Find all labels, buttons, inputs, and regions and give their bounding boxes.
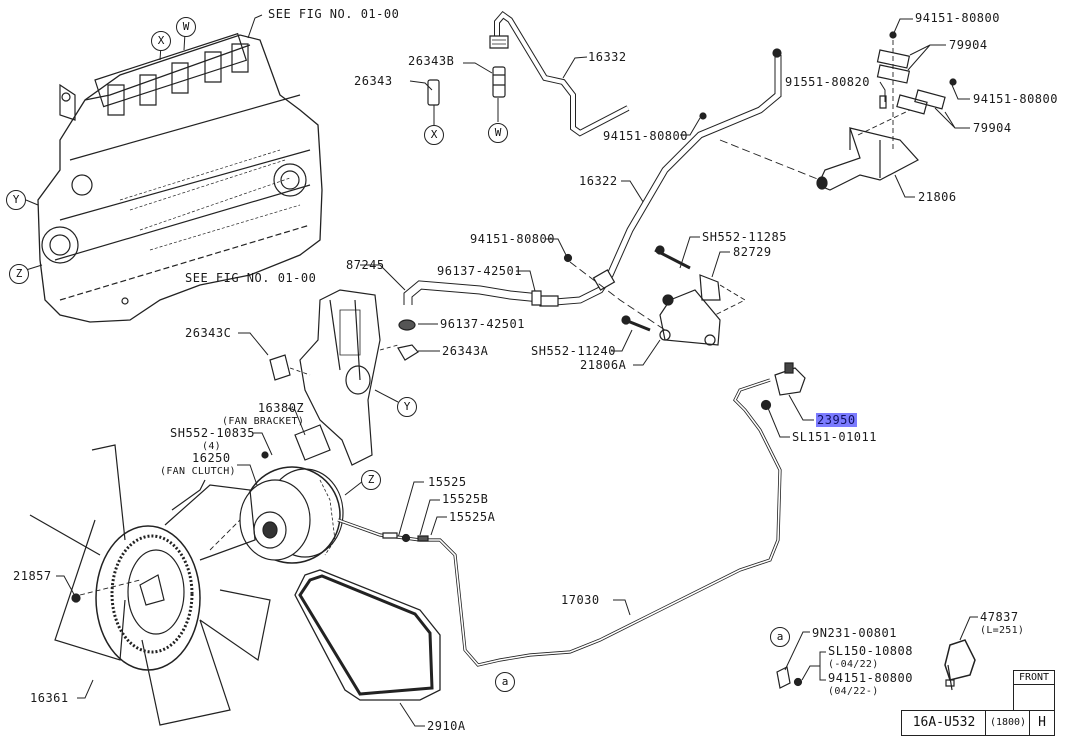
callout-z-clutch: Z [361, 470, 381, 490]
part-94151-80800-alt[interactable]: 94151-80800 (04/22-) [828, 672, 913, 698]
part-SH552-10835-qty: (4) [202, 441, 221, 452]
part-94151-80800-top-right[interactable]: 94151-80800 [915, 11, 1000, 25]
clamp-47837 [945, 640, 975, 690]
part-96137-42501-lower[interactable]: 96137-42501 [440, 317, 525, 331]
clip-9N231 [777, 667, 802, 688]
callout-w-fitting: W [488, 123, 508, 143]
part-94151-80800-right[interactable]: 94151-80800 [973, 92, 1058, 106]
part-79904-lower[interactable]: 79904 [973, 121, 1012, 135]
figure-code: 16A-U532 [901, 710, 987, 736]
part-94151-80800-mid[interactable]: 94151-80800 [470, 232, 555, 246]
part-9N231-00801[interactable]: 9N231-00801 [812, 626, 897, 640]
part-SH552-10835[interactable]: SH552-10835 (4) [170, 427, 255, 453]
part-15525A[interactable]: 15525A [449, 510, 496, 524]
part-SH552-10835-number[interactable]: SH552-10835 [170, 426, 255, 440]
part-79904-upper[interactable]: 79904 [949, 38, 988, 52]
engine-assembly [38, 34, 322, 322]
part-47837-length: (L=251) [980, 625, 1025, 636]
part-15525[interactable]: 15525 [428, 475, 467, 489]
part-17030[interactable]: 17030 [561, 593, 600, 607]
part-SL150-10808-date: (-04/22) [828, 659, 879, 670]
part-96137-42501-upper[interactable]: 96137-42501 [437, 264, 522, 278]
hose-87245 [398, 285, 541, 360]
part-16250-note: (FAN CLUTCH) [160, 466, 236, 477]
part-SL150-10808-number[interactable]: SL150-10808 [828, 644, 913, 658]
part-87245[interactable]: 87245 [346, 258, 385, 272]
see-fig-reference-mid[interactable]: SEE FIG NO. 01-00 [185, 271, 317, 285]
part-26343A[interactable]: 26343A [442, 344, 489, 358]
belt-2910A [295, 570, 440, 700]
part-15525B[interactable]: 15525B [442, 492, 489, 506]
part-94151-80800-alt-number[interactable]: 94151-80800 [828, 671, 913, 685]
part-SH552-11285[interactable]: SH552-11285 [702, 230, 787, 244]
part-2910A[interactable]: 2910A [427, 719, 466, 733]
part-26343C[interactable]: 26343C [185, 326, 232, 340]
callout-y: Y [6, 190, 26, 210]
fan-clutch-16250 [240, 467, 343, 563]
sensor-23950 [762, 363, 806, 410]
part-16380Z-number[interactable]: 16380Z [257, 401, 305, 415]
part-16250[interactable]: 16250 (FAN CLUTCH) [160, 452, 236, 478]
callout-a-cable: a [495, 672, 515, 692]
part-82729[interactable]: 82729 [733, 245, 772, 259]
figure-variant: (1800) [985, 710, 1031, 736]
fan-bracket-16380Z [262, 290, 398, 465]
part-21857[interactable]: 21857 [13, 569, 52, 583]
part-SH552-11240[interactable]: SH552-11240 [531, 344, 616, 358]
leader-lines [26, 15, 978, 726]
front-label: FRONT [1014, 671, 1054, 685]
part-SL150-10808[interactable]: SL150-10808 (-04/22) [828, 645, 913, 671]
part-16332[interactable]: 16332 [588, 50, 627, 64]
callout-w: W [176, 17, 196, 37]
callout-x: X [151, 31, 171, 51]
callout-z: Z [9, 264, 29, 284]
bracket-21806 [817, 32, 956, 190]
part-23950-highlighted[interactable]: 23950 [816, 413, 857, 427]
fan-16361 [30, 445, 270, 725]
highlighted-part-number[interactable]: 23950 [816, 413, 857, 427]
part-16380Z[interactable]: 16380Z (FAN BRACKET) [222, 402, 304, 428]
see-fig-reference-top[interactable]: SEE FIG NO. 01-00 [268, 7, 400, 21]
part-16322[interactable]: 16322 [579, 174, 618, 188]
part-94151-80800-tube[interactable]: 94151-80800 [603, 129, 688, 143]
callout-x-fitting: X [424, 125, 444, 145]
part-26343B[interactable]: 26343B [408, 54, 455, 68]
part-94151-80800-alt-date: (04/22-) [828, 686, 879, 697]
part-21806A[interactable]: 21806A [580, 358, 627, 372]
part-47837[interactable]: 47837 (L=251) [980, 611, 1024, 637]
fittings [428, 15, 706, 133]
figure-sheet: H [1029, 710, 1055, 736]
part-47837-number[interactable]: 47837 [980, 610, 1019, 624]
part-16361[interactable]: 16361 [30, 691, 69, 705]
part-26343[interactable]: 26343 [354, 74, 393, 88]
callout-y-bracket: Y [397, 397, 417, 417]
cable-17030 [338, 380, 780, 665]
tube-16322 [540, 49, 820, 330]
part-16250-number[interactable]: 16250 [192, 451, 231, 465]
part-21806[interactable]: 21806 [918, 190, 957, 204]
part-SL151-01011[interactable]: SL151-01011 [792, 430, 877, 444]
part-16380Z-note: (FAN BRACKET) [222, 416, 305, 427]
callout-a-detail: a [770, 627, 790, 647]
bracket-21806A [622, 246, 745, 345]
part-91551-80820[interactable]: 91551-80820 [785, 75, 870, 89]
front-indicator-box: FRONT [1013, 670, 1055, 712]
